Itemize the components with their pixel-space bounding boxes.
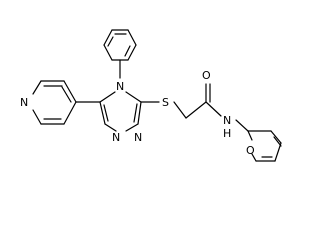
- atom-triazole-n4: N: [116, 80, 124, 93]
- atom-sulfur: S: [162, 96, 169, 109]
- furan-ring: [247, 130, 282, 162]
- thioether-chain: [140, 83, 249, 132]
- pyridine-ring: [32, 80, 101, 125]
- atom-amide-n: N: [223, 114, 231, 127]
- atom-triazole-n2: N: [134, 131, 142, 144]
- atom-pyridine-n: N: [20, 96, 28, 109]
- atom-carbonyl-o: O: [202, 69, 211, 82]
- atom-amide-h: H: [223, 127, 231, 140]
- structure-canvas: N N N N S O N H O: [20, 29, 282, 162]
- atom-furan-o: O: [246, 144, 255, 157]
- triazole-ring: [99, 91, 142, 132]
- atom-triazole-n1: N: [112, 131, 120, 144]
- phenyl-ring: [103, 29, 137, 61]
- molecule-structure: N N N N S O N H O: [20, 29, 282, 162]
